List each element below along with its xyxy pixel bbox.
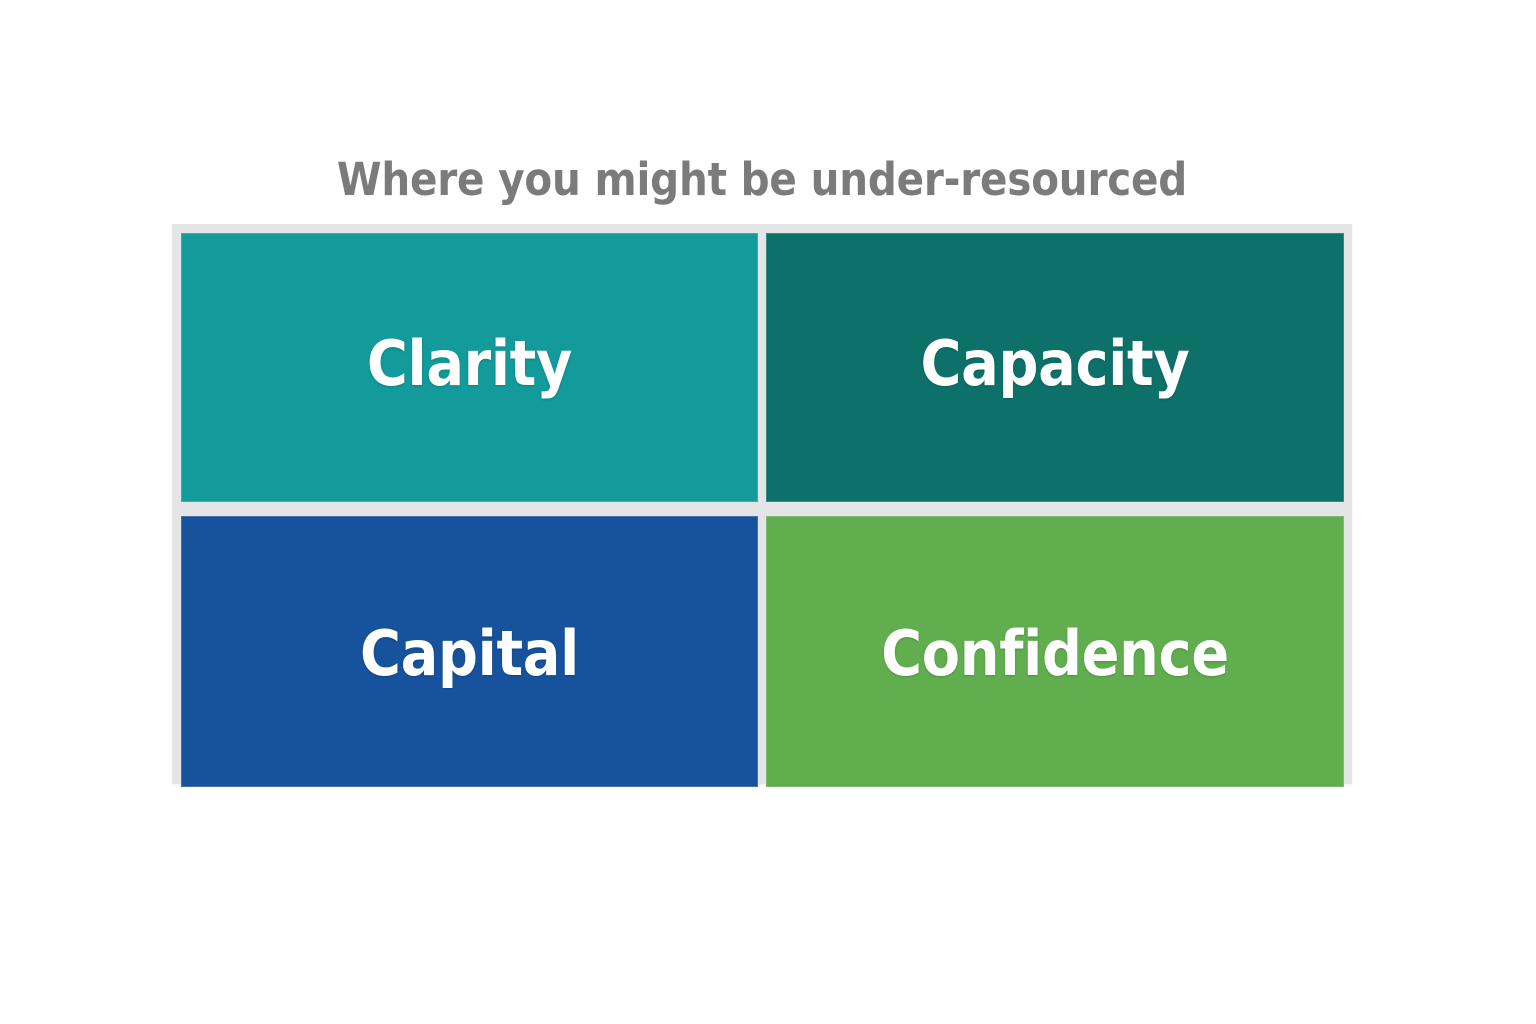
quadrant-clarity[interactable]: Clarity bbox=[181, 233, 758, 502]
four-quadrant-matrix: Clarity Capacity Capital Confidence bbox=[172, 224, 1352, 787]
quadrant-capacity[interactable]: Capacity bbox=[766, 233, 1344, 502]
quadrant-capital[interactable]: Capital bbox=[181, 516, 758, 787]
quadrant-confidence[interactable]: Confidence bbox=[766, 516, 1344, 787]
quadrant-label-confidence: Confidence bbox=[881, 616, 1229, 690]
quadrant-label-capacity: Capacity bbox=[920, 326, 1190, 400]
page-title: Where you might be under-resourced bbox=[336, 152, 1188, 206]
quadrant-label-clarity: Clarity bbox=[366, 326, 573, 400]
quadrant-label-capital: Capital bbox=[360, 616, 579, 690]
